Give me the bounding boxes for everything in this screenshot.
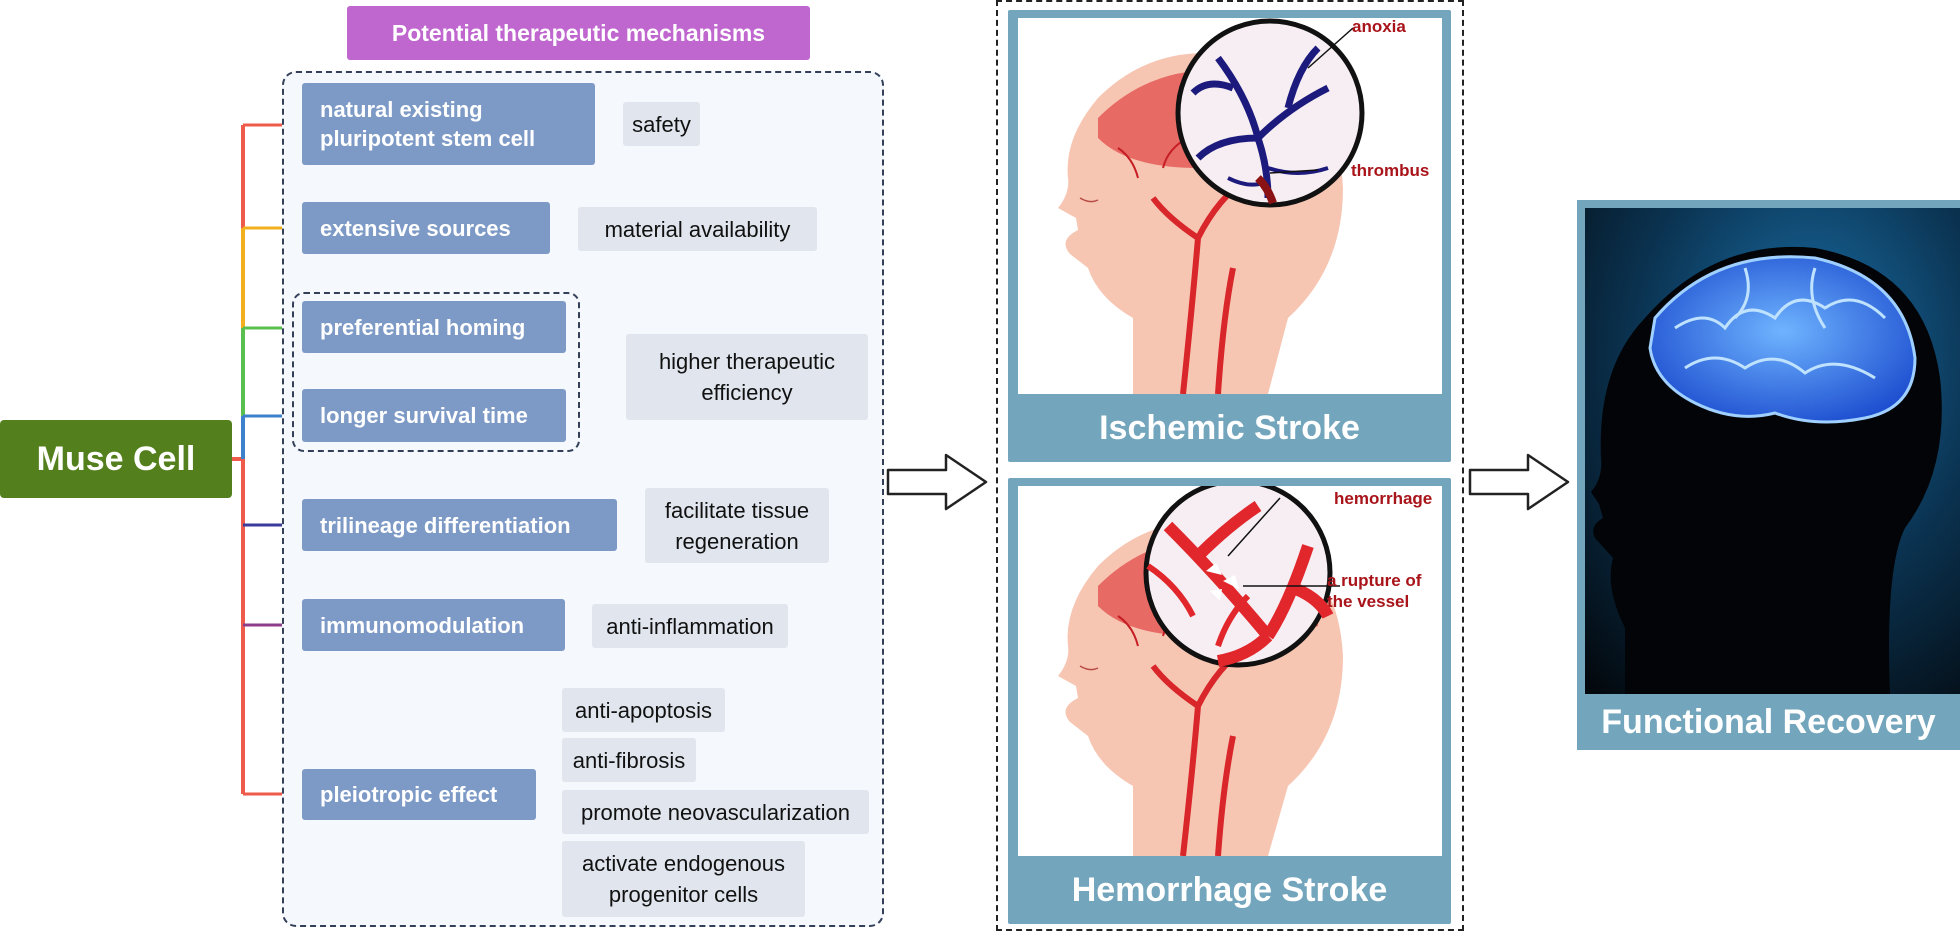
- ischemic-head-illustration: [1018, 18, 1442, 394]
- mechanism-extensive-sources: extensive sources: [302, 202, 550, 254]
- ischemic-stroke-title: Ischemic Stroke: [1099, 408, 1360, 447]
- annotation-vessel-rupture: a rupture of the vessel: [1327, 571, 1422, 611]
- functional-recovery-title: Functional Recovery: [1601, 702, 1936, 741]
- mechanism-immunomodulation: immunomodulation: [302, 599, 565, 651]
- effect-activate-progenitor-cells: activate endogenous progenitor cells: [562, 841, 805, 917]
- mechanism-preferential-homing: preferential homing: [302, 301, 566, 353]
- homing-survival-group-frame: [292, 292, 580, 452]
- stroke-panels-frame: [996, 0, 1464, 931]
- muse-cell-root-node: Muse Cell: [0, 420, 232, 498]
- effect-anti-apoptosis: anti-apoptosis: [562, 688, 725, 732]
- annotation-hemorrhage: hemorrhage: [1334, 489, 1433, 508]
- mechanism-pleiotropic-effect: pleiotropic effect: [302, 769, 536, 820]
- glowing-brain-illustration: [1585, 208, 1960, 694]
- outcome-anti-inflammation: anti-inflammation: [592, 604, 788, 648]
- hemorrhage-head-illustration: [1018, 486, 1442, 856]
- mechanism-trilineage-differentiation: trilineage differentiation: [302, 499, 617, 551]
- hemorrhage-stroke-title: Hemorrhage Stroke: [1071, 870, 1388, 909]
- mechanisms-title: Potential therapeutic mechanisms: [347, 6, 810, 60]
- annotation-anoxia: anoxia: [1352, 17, 1406, 36]
- outcome-facilitate-tissue-regeneration: facilitate tissue regeneration: [645, 488, 829, 563]
- arrow-right-icon: [886, 453, 988, 511]
- arrow-right-icon: [1468, 453, 1570, 511]
- mechanism-longer-survival-time: longer survival time: [302, 389, 566, 442]
- effect-anti-fibrosis: anti-fibrosis: [562, 738, 696, 782]
- outcome-higher-therapeutic-efficiency: higher therapeutic efficiency: [626, 334, 868, 420]
- outcome-safety: safety: [623, 102, 700, 146]
- mechanism-pluripotent-stem-cell: natural existing pluripotent stem cell: [302, 83, 595, 165]
- outcome-material-availability: material availability: [578, 207, 817, 251]
- effect-promote-neovascularization: promote neovascularization: [562, 790, 869, 834]
- annotation-thrombus: thrombus: [1351, 161, 1430, 180]
